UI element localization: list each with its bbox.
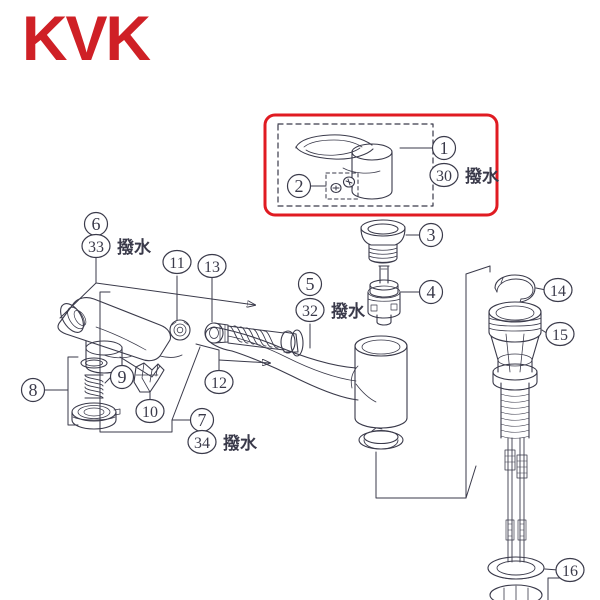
dashed-screw-box [325, 172, 359, 200]
callout-15[interactable]: 15 [545, 321, 575, 347]
callout-2[interactable]: 2 [286, 173, 312, 199]
leader-line-12 [195, 343, 220, 373]
callout-circle [204, 369, 234, 395]
callout-4[interactable]: 4 [418, 279, 444, 305]
callout-number: 1 [440, 138, 449, 158]
callout-number: 32 [302, 303, 318, 320]
leader-line-12-arrow [218, 360, 270, 363]
bottom-bracket [547, 577, 565, 600]
callout-circle [109, 364, 135, 390]
part-base-gasket [487, 556, 545, 580]
callout-number: 5 [306, 274, 315, 294]
callout-circle [418, 222, 444, 248]
callout-5[interactable]: 5 [297, 271, 323, 297]
leader-bracket-8 [44, 356, 79, 426]
callout-circle [431, 135, 457, 161]
part-spout-c-ring [358, 427, 404, 450]
leader-line-6-branch [59, 282, 97, 319]
callout-number: 11 [169, 255, 184, 272]
part-filter-screen [71, 402, 121, 430]
assembly-frame-diagonal [465, 465, 477, 499]
callout-number: 30 [436, 168, 452, 185]
callout-circle [543, 277, 573, 303]
kvk-brand-logo: KVK [22, 4, 151, 74]
callout-circle [20, 377, 46, 403]
callout-number: 6 [92, 214, 101, 234]
part-bottom-ring-partial [489, 584, 543, 600]
part-handle-set-screws [330, 176, 356, 194]
callout-number: 14 [550, 283, 566, 300]
callout-label-water-repellent: 撥水 [223, 433, 258, 454]
callout-13[interactable]: 13 [197, 253, 227, 279]
callout-number: 4 [427, 282, 436, 302]
callout-label-water-repellent: 撥水 [465, 166, 500, 187]
callout-12[interactable]: 12 [204, 369, 234, 395]
leader-line-6-branch2 [95, 282, 255, 305]
callout-number: 15 [552, 327, 568, 344]
callout-number: 10 [142, 404, 158, 421]
part-supply-tubes [504, 437, 528, 563]
callout-8[interactable]: 8 [20, 377, 46, 403]
leader-bracket-7 [99, 291, 191, 433]
callout-circle [286, 173, 312, 199]
callout-circle [187, 429, 217, 455]
part-hose-connector [204, 322, 229, 344]
callout-circle [135, 398, 165, 424]
callout-label-water-repellent: 撥水 [331, 301, 366, 322]
part-oring [80, 357, 108, 369]
callout-14[interactable]: 14 [543, 277, 573, 303]
callout-circle [81, 233, 111, 259]
callout-number: 12 [211, 375, 227, 392]
callout-circle [429, 162, 459, 188]
assembly-frame-right [375, 265, 491, 499]
callout-circle [297, 271, 323, 297]
part-hose [227, 325, 304, 357]
callout-number: 16 [562, 563, 578, 580]
callout-1[interactable]: 1 [431, 135, 457, 161]
callout-3[interactable]: 3 [418, 222, 444, 248]
leader-line-spray-to-clip [119, 356, 161, 378]
part-lever-handle [295, 134, 393, 200]
line-art-group [44, 113, 565, 600]
callout-circle [162, 249, 192, 275]
callout-number: 7 [198, 410, 207, 430]
part-cap-nut [360, 219, 406, 264]
part-c-clip [494, 274, 536, 303]
callout-30[interactable]: 30 撥水 [429, 162, 500, 188]
part-spout-body [204, 326, 408, 429]
callout-11[interactable]: 11 [162, 249, 192, 275]
callout-number: 9 [118, 367, 127, 387]
callout-10[interactable]: 10 [135, 398, 165, 424]
callout-34[interactable]: 34 撥水 [187, 429, 258, 455]
callout-circle [555, 557, 585, 583]
callout-33[interactable]: 33 撥水 [81, 233, 152, 259]
part-cartridge-valve [367, 265, 401, 326]
highlight-box [263, 113, 499, 217]
callout-6[interactable]: 6 [83, 211, 109, 237]
callout-label-water-repellent: 撥水 [117, 237, 152, 258]
part-spray-head [57, 297, 183, 374]
callout-number: 33 [88, 239, 104, 256]
dashed-group-box [277, 123, 434, 207]
callout-number: 13 [204, 259, 220, 276]
callout-circle [418, 279, 444, 305]
callout-circle [197, 253, 227, 279]
callout-number: 8 [29, 380, 38, 400]
part-adapter-nut [169, 319, 191, 341]
callout-9[interactable]: 9 [109, 364, 135, 390]
callout-circle [545, 321, 575, 347]
part-mounting-collar [488, 301, 542, 439]
leader-line-7-diagonal [171, 346, 201, 421]
callout-number: 34 [194, 435, 210, 452]
callout-number: 3 [427, 225, 436, 245]
callout-number: 2 [295, 176, 304, 196]
callout-circle [295, 297, 325, 323]
callout-16[interactable]: 16 [555, 557, 585, 583]
callout-7[interactable]: 7 [189, 407, 215, 433]
callout-32[interactable]: 32 撥水 [295, 297, 366, 323]
